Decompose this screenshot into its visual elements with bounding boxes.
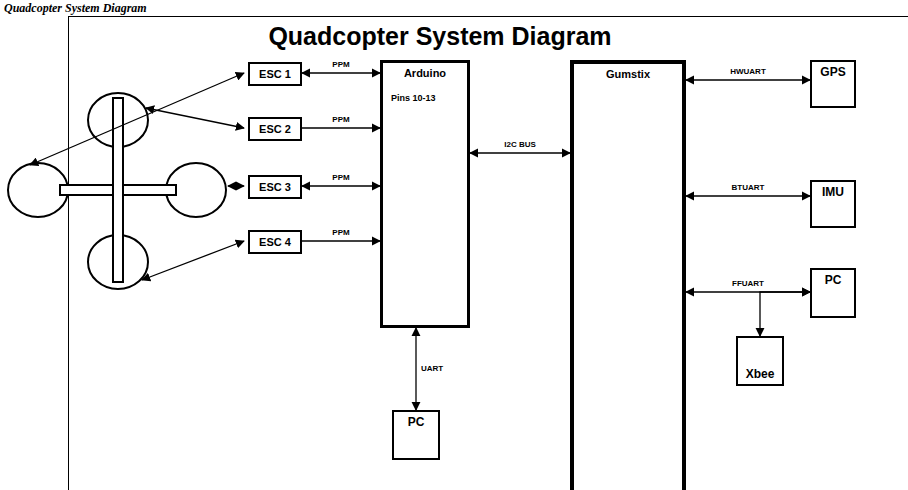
component-box: IMU [810,180,856,228]
component-box: GPS [810,60,856,108]
diagram-title: Quadcopter System Diagram [268,22,611,51]
component-box: PC [392,410,440,460]
bus-label: PPM [331,173,350,183]
box-label: ESC 3 [259,181,291,193]
bus-label: PPM [331,60,350,70]
component-box: Gumstix [570,60,686,490]
box-label: Gumstix [606,68,650,80]
motor-wires [30,73,244,280]
box-label: IMU [822,185,844,199]
box-label: Arduino [404,67,446,79]
signal-connector [302,240,380,241]
component-box: ArduinoPins 10-13 [380,60,470,328]
bus-label: PPM [331,115,350,125]
box-label: Xbee [746,367,775,381]
component-box: ESC 3 [248,175,302,199]
signal-connector [760,292,810,336]
signal-connector [302,127,380,128]
box-label: PC [408,415,425,429]
signal-connector [302,185,380,186]
signal-connector [415,328,416,410]
box-label: ESC 4 [259,236,291,248]
signal-connector [470,152,570,153]
component-box: ESC 2 [248,117,302,141]
component-box: Xbee [736,336,784,386]
rotor-group [8,93,226,289]
box-label: ESC 1 [259,68,291,80]
signal-connector [686,195,810,196]
component-box: PC [810,268,856,318]
figure-caption: Quadcopter System Diagram [4,1,147,16]
component-box: ESC 1 [248,62,302,86]
pin-note: Pins 10-13 [391,93,436,103]
bus-label: FFUART [731,279,765,289]
box-label: PC [825,273,842,287]
box-label: ESC 2 [259,123,291,135]
bus-label: I2C BUS [503,140,537,150]
signal-connector [686,79,810,80]
bus-label: PPM [331,228,350,238]
box-label: GPS [820,65,845,79]
bus-label: HWUART [729,67,767,77]
bus-label: UART [420,364,444,374]
signal-connector [302,72,380,73]
component-box: ESC 4 [248,230,302,254]
bus-label: BTUART [731,183,766,193]
outer-frame [69,17,908,490]
